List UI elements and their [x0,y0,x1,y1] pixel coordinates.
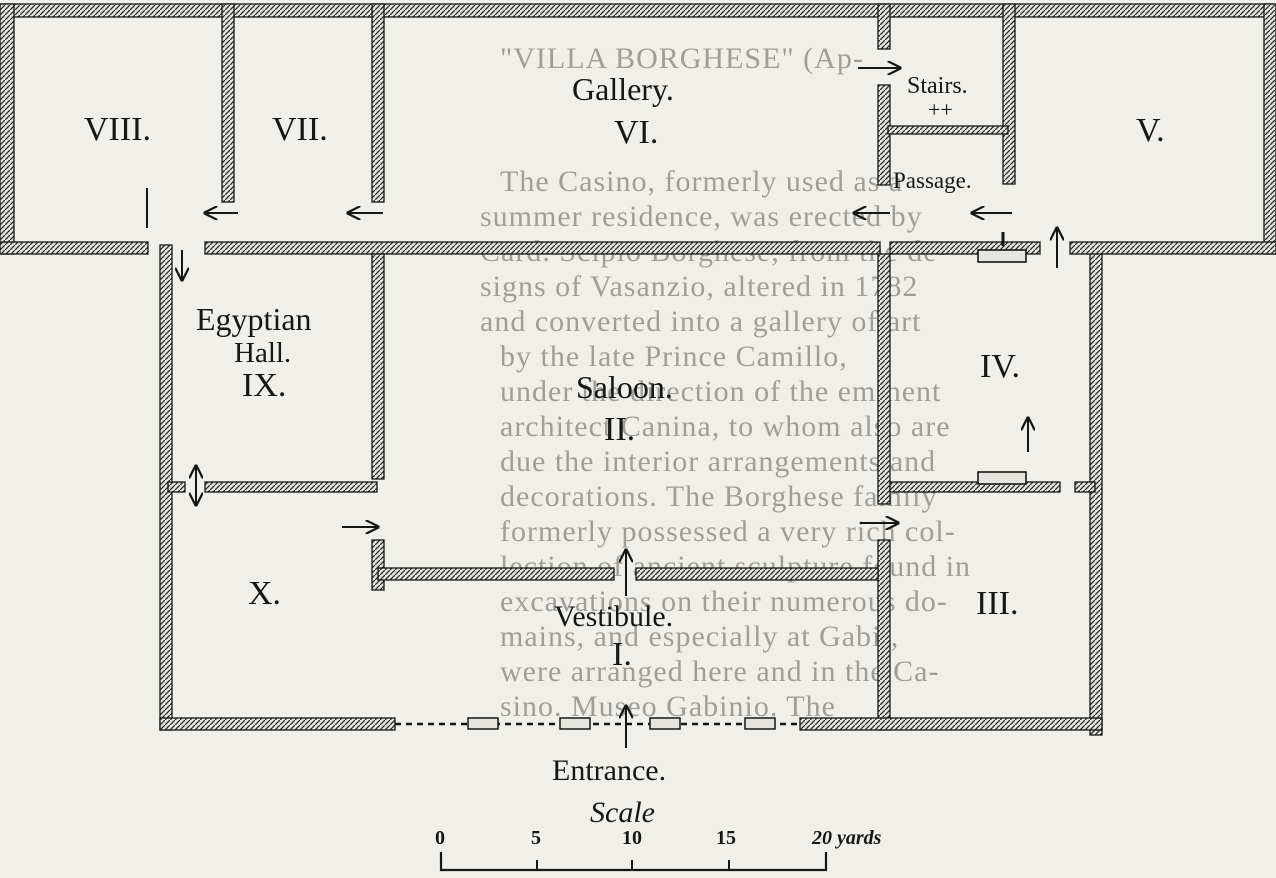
room-label-ix: IX. [242,367,286,404]
pillar-small [977,471,1027,485]
wall-vii-vi [371,3,385,203]
wall-iv-iii-b [1074,481,1096,493]
left-wall-upper [0,3,15,255]
room-label-iii: III. [976,585,1018,622]
wall-vestibule-left [377,567,615,581]
gallery-label: Gallery. [572,71,674,107]
stairs-crosses: ++ [928,97,953,122]
wall-viii-vii [221,3,235,203]
wall-saloon-left-b [371,539,385,591]
scale-tick-5: 5 [531,827,541,849]
vestibule-label: Vestibule. [554,600,673,633]
cross-wall-far-right [1069,241,1276,255]
room-label-v: V. [1136,112,1165,149]
passage-label: Passage. [893,168,972,193]
room-label-vii: VII. [272,111,328,148]
egyptian-label: Egyptian [196,301,312,337]
stairs-label: Stairs. [907,73,968,99]
room-label-ii: II. [604,411,635,448]
scale-line [439,852,828,872]
door-features [977,232,1027,485]
entrance-label: Entrance. [552,754,666,787]
scale-tick-20-yards: 20 yards [811,827,882,849]
wall-stairs-left-a [877,3,891,50]
scale-tick-15: 15 [716,827,736,849]
room-label-viii: VIII. [84,111,151,148]
window-mark [559,717,591,730]
wall-vestibule-right [635,567,879,581]
cross-wall-left-a [0,241,149,255]
room-label-x: X. [248,575,281,612]
wall-stairs-left-b [877,84,891,186]
scale-bar: Scale 0 5 10 15 20 yards [435,796,882,872]
bottom-wall-right [799,717,1103,731]
saloon-label: Saloon. [576,369,673,405]
wall-stairs-passage [887,125,1009,135]
wall-saloon-right-a [877,253,891,505]
wall-ix-x-b [204,481,378,493]
pillar-small [977,249,1027,263]
scale-title: Scale [590,796,655,829]
bottom-wall-left [159,717,396,731]
scale-tick-0: 0 [435,827,445,849]
window-mark [744,717,776,730]
wall-saloon-right-b [877,539,891,731]
hall-label: Hall. [234,337,291,369]
wall-ix-x-a [167,481,186,493]
arrows [146,68,1057,748]
cross-wall-left-b [204,241,881,255]
room-label-i: I. [612,636,632,673]
wall-saloon-left-a [371,253,385,480]
top-wall [0,3,1276,18]
room-label-iv: IV. [980,348,1020,385]
wall-iv-iii-a [889,481,1061,493]
right-wall-upper [1263,3,1276,255]
scale-tick-10: 10 [622,827,642,849]
window-mark [467,717,499,730]
entrance-line [395,717,800,730]
room-label-vi: VI. [614,114,658,151]
wall-stairs-right [1002,3,1016,185]
window-mark [649,717,681,730]
